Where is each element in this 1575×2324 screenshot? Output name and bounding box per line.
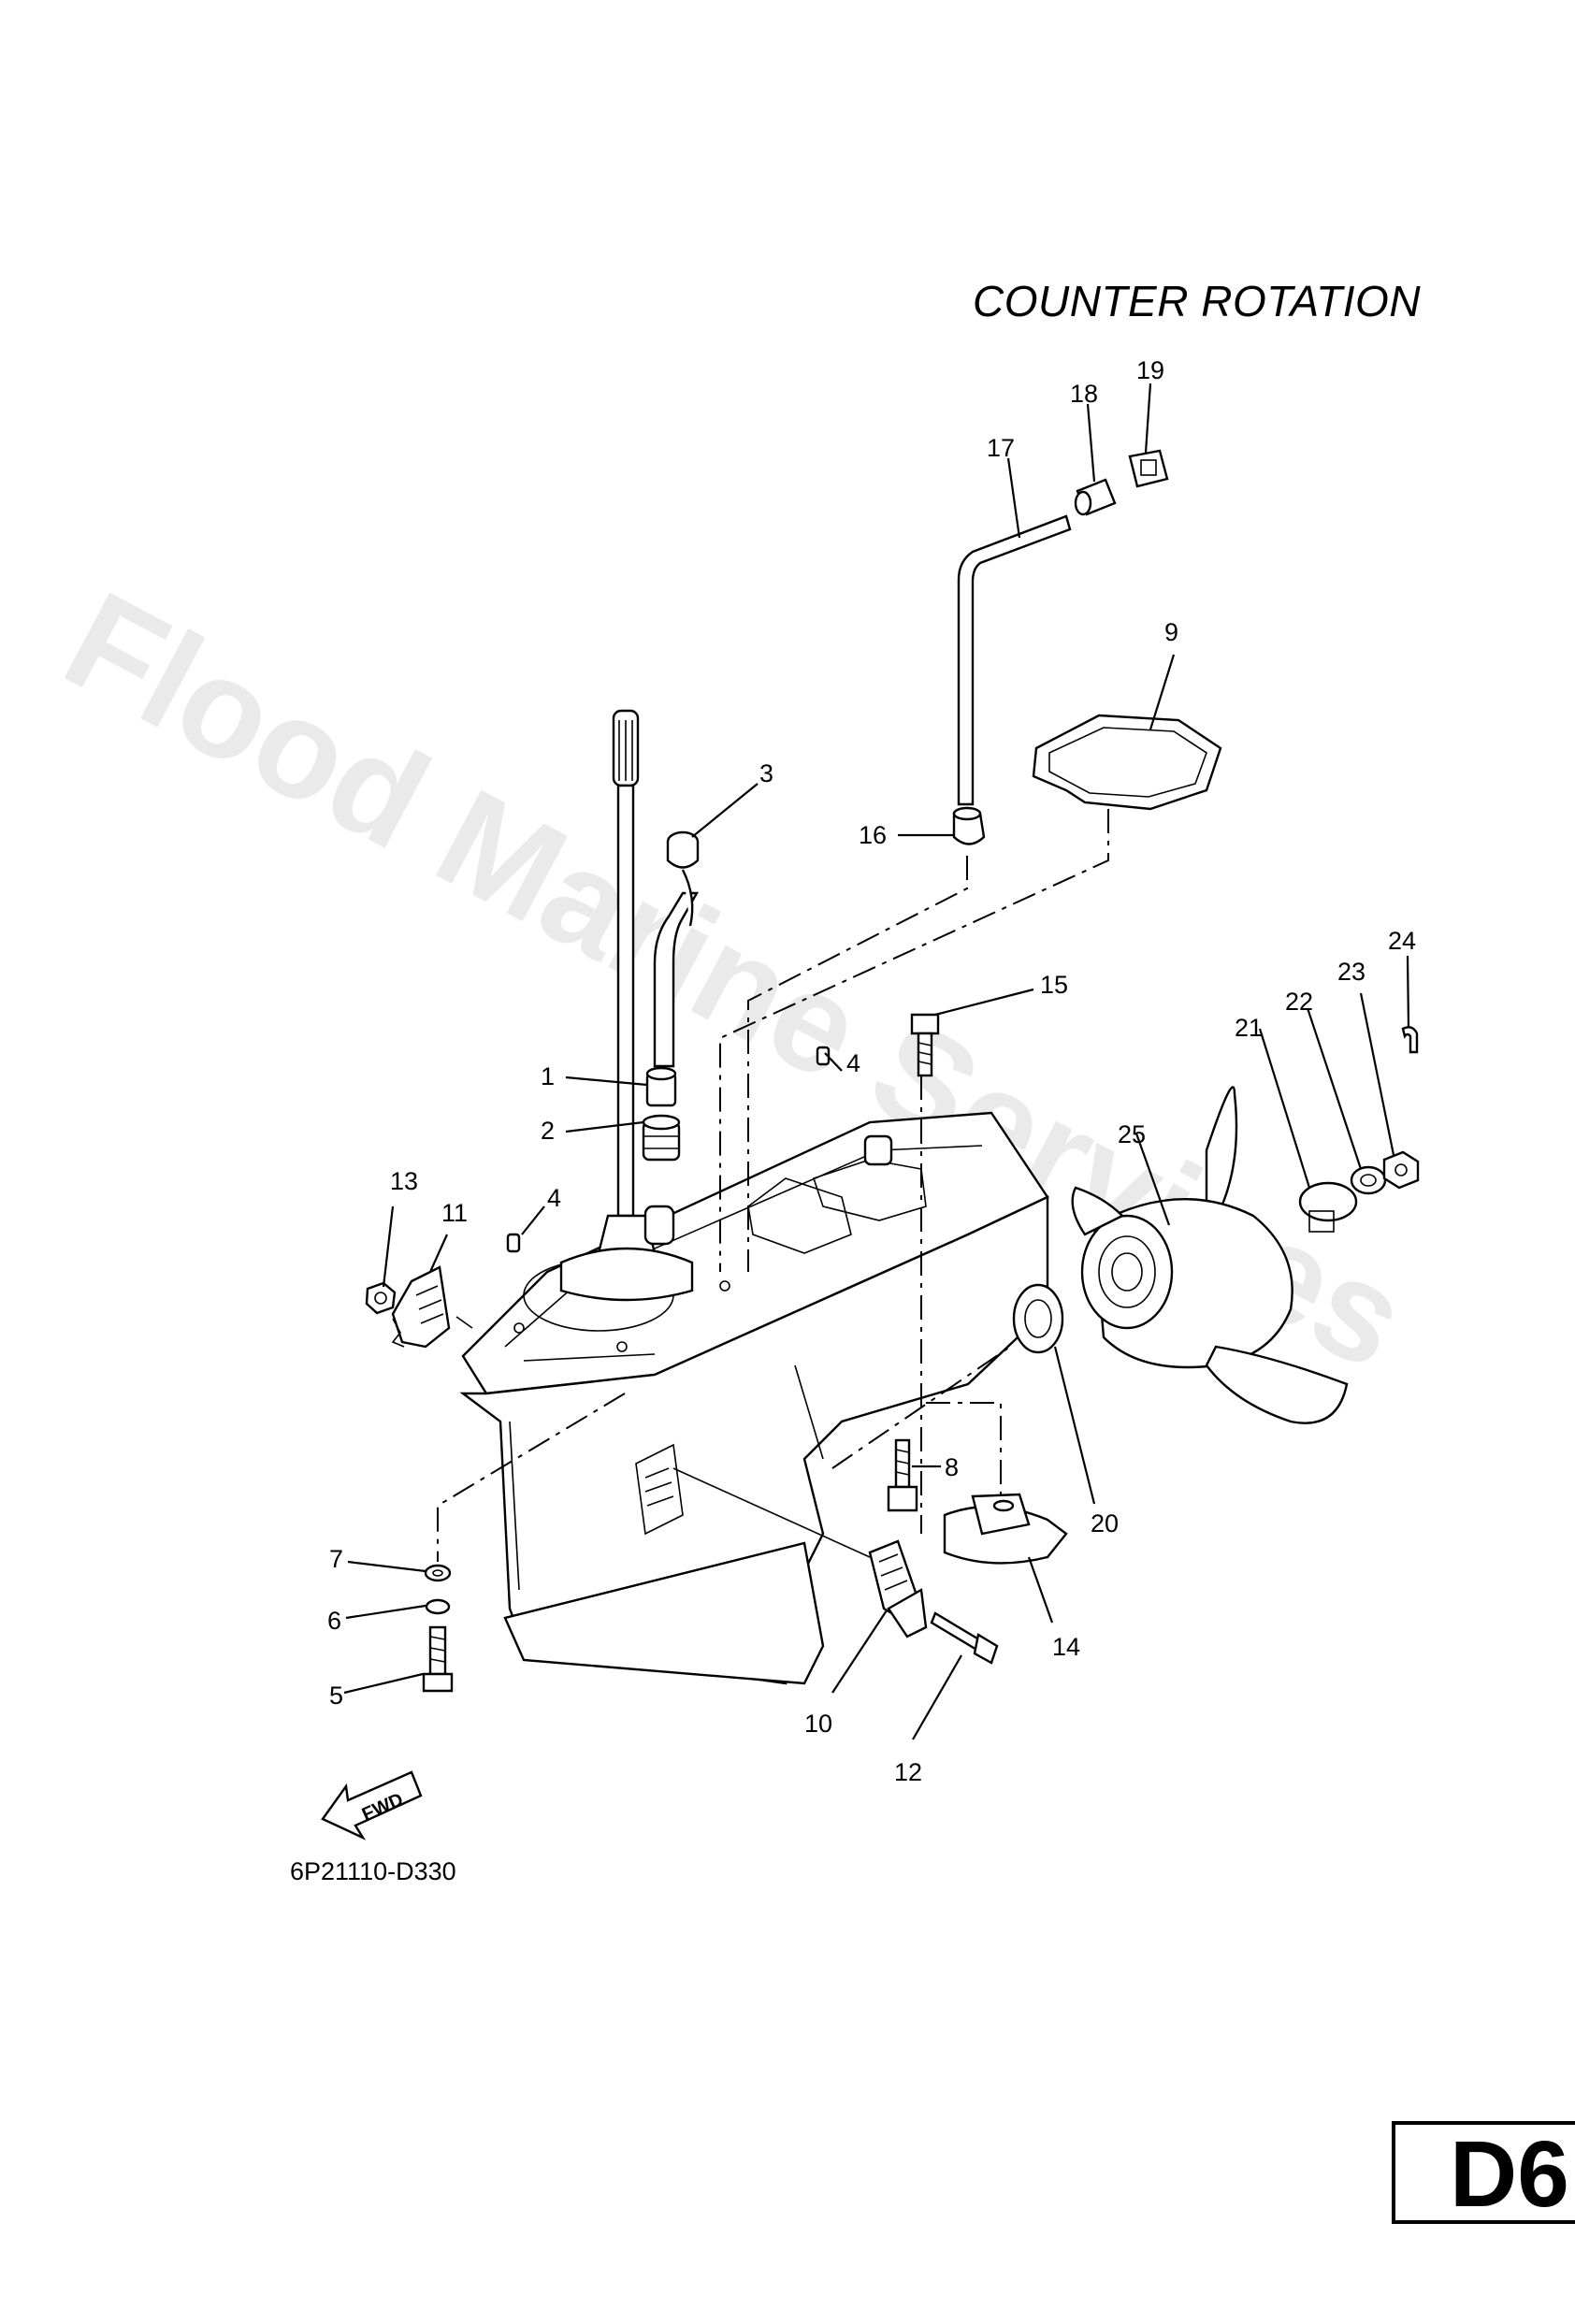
- page-tag: D6: [1450, 2122, 1569, 2227]
- callout-4a: 4: [547, 1184, 561, 1212]
- part-23-nut: [1382, 1150, 1420, 1190]
- part-16-grommet: [952, 806, 986, 845]
- part-24-cotter-pin: [1401, 1026, 1419, 1054]
- callout-16: 16: [859, 821, 887, 849]
- callout-9: 9: [1164, 618, 1178, 646]
- part-10-trim-tab: [868, 1539, 928, 1638]
- callout-1: 1: [541, 1062, 555, 1090]
- callout-11: 11: [441, 1199, 468, 1227]
- callout-5: 5: [329, 1682, 343, 1710]
- callout-24: 24: [1388, 927, 1416, 955]
- callout-8: 8: [945, 1453, 959, 1481]
- callout-4b: 4: [846, 1049, 860, 1077]
- part-22-washer: [1350, 1165, 1387, 1195]
- diagram-title: COUNTER ROTATION: [973, 277, 1422, 325]
- callout-numbers: 1 2 3 4 4 5 6 7 8 9 10 11 12 13 14 15 16…: [327, 356, 1416, 1786]
- part-11-cover: [391, 1265, 451, 1349]
- part-1-grommet: [645, 1066, 677, 1107]
- part-9-gasket: [1032, 714, 1222, 811]
- callout-15: 15: [1040, 971, 1068, 999]
- water-pipe: [653, 830, 700, 1068]
- callout-10: 10: [804, 1710, 832, 1738]
- part-25-propeller: [1071, 1086, 1349, 1424]
- callout-17: 17: [987, 434, 1015, 462]
- part-19-holder: [1128, 449, 1169, 488]
- lower-case-housing: [459, 1111, 1049, 1685]
- callout-25: 25: [1118, 1120, 1146, 1148]
- diagram-code: 6P21110-D330: [290, 1857, 456, 1885]
- part-6-lock-washer: [425, 1598, 451, 1615]
- part-14-anode: [943, 1493, 1068, 1565]
- callout-12: 12: [894, 1758, 922, 1786]
- part-7-washer: [424, 1564, 452, 1582]
- part-5-bolt: [422, 1625, 454, 1693]
- callout-6: 6: [327, 1607, 341, 1635]
- callout-22: 22: [1285, 988, 1313, 1016]
- cooling-tube: [957, 514, 1072, 806]
- part-12-bolt: [930, 1611, 999, 1665]
- callout-7: 7: [329, 1545, 343, 1573]
- callout-3: 3: [759, 759, 773, 787]
- page-tag-box: D6: [1392, 2121, 1575, 2227]
- part-18-sleeve: [1074, 478, 1117, 516]
- part-21-spacer: [1298, 1181, 1358, 1233]
- callout-14: 14: [1052, 1633, 1080, 1661]
- callout-21: 21: [1235, 1014, 1263, 1042]
- leader-lines: [343, 383, 1410, 1740]
- part-8-bolt: [887, 1438, 918, 1512]
- drive-shaft: [559, 709, 694, 1302]
- callout-23: 23: [1337, 958, 1365, 986]
- part-2-seal: [642, 1114, 681, 1162]
- callout-2: 2: [541, 1117, 555, 1145]
- callout-13: 13: [390, 1167, 418, 1195]
- fwd-arrow: FWD: [321, 1770, 423, 1840]
- part-15-bolt: [910, 1013, 940, 1077]
- callout-20: 20: [1091, 1509, 1119, 1537]
- callout-18: 18: [1070, 380, 1098, 408]
- callout-19: 19: [1136, 356, 1164, 384]
- alignment-lines: [437, 809, 1109, 1562]
- part-20-thrust-washer: [1012, 1283, 1064, 1354]
- part-13-nut: [365, 1281, 397, 1315]
